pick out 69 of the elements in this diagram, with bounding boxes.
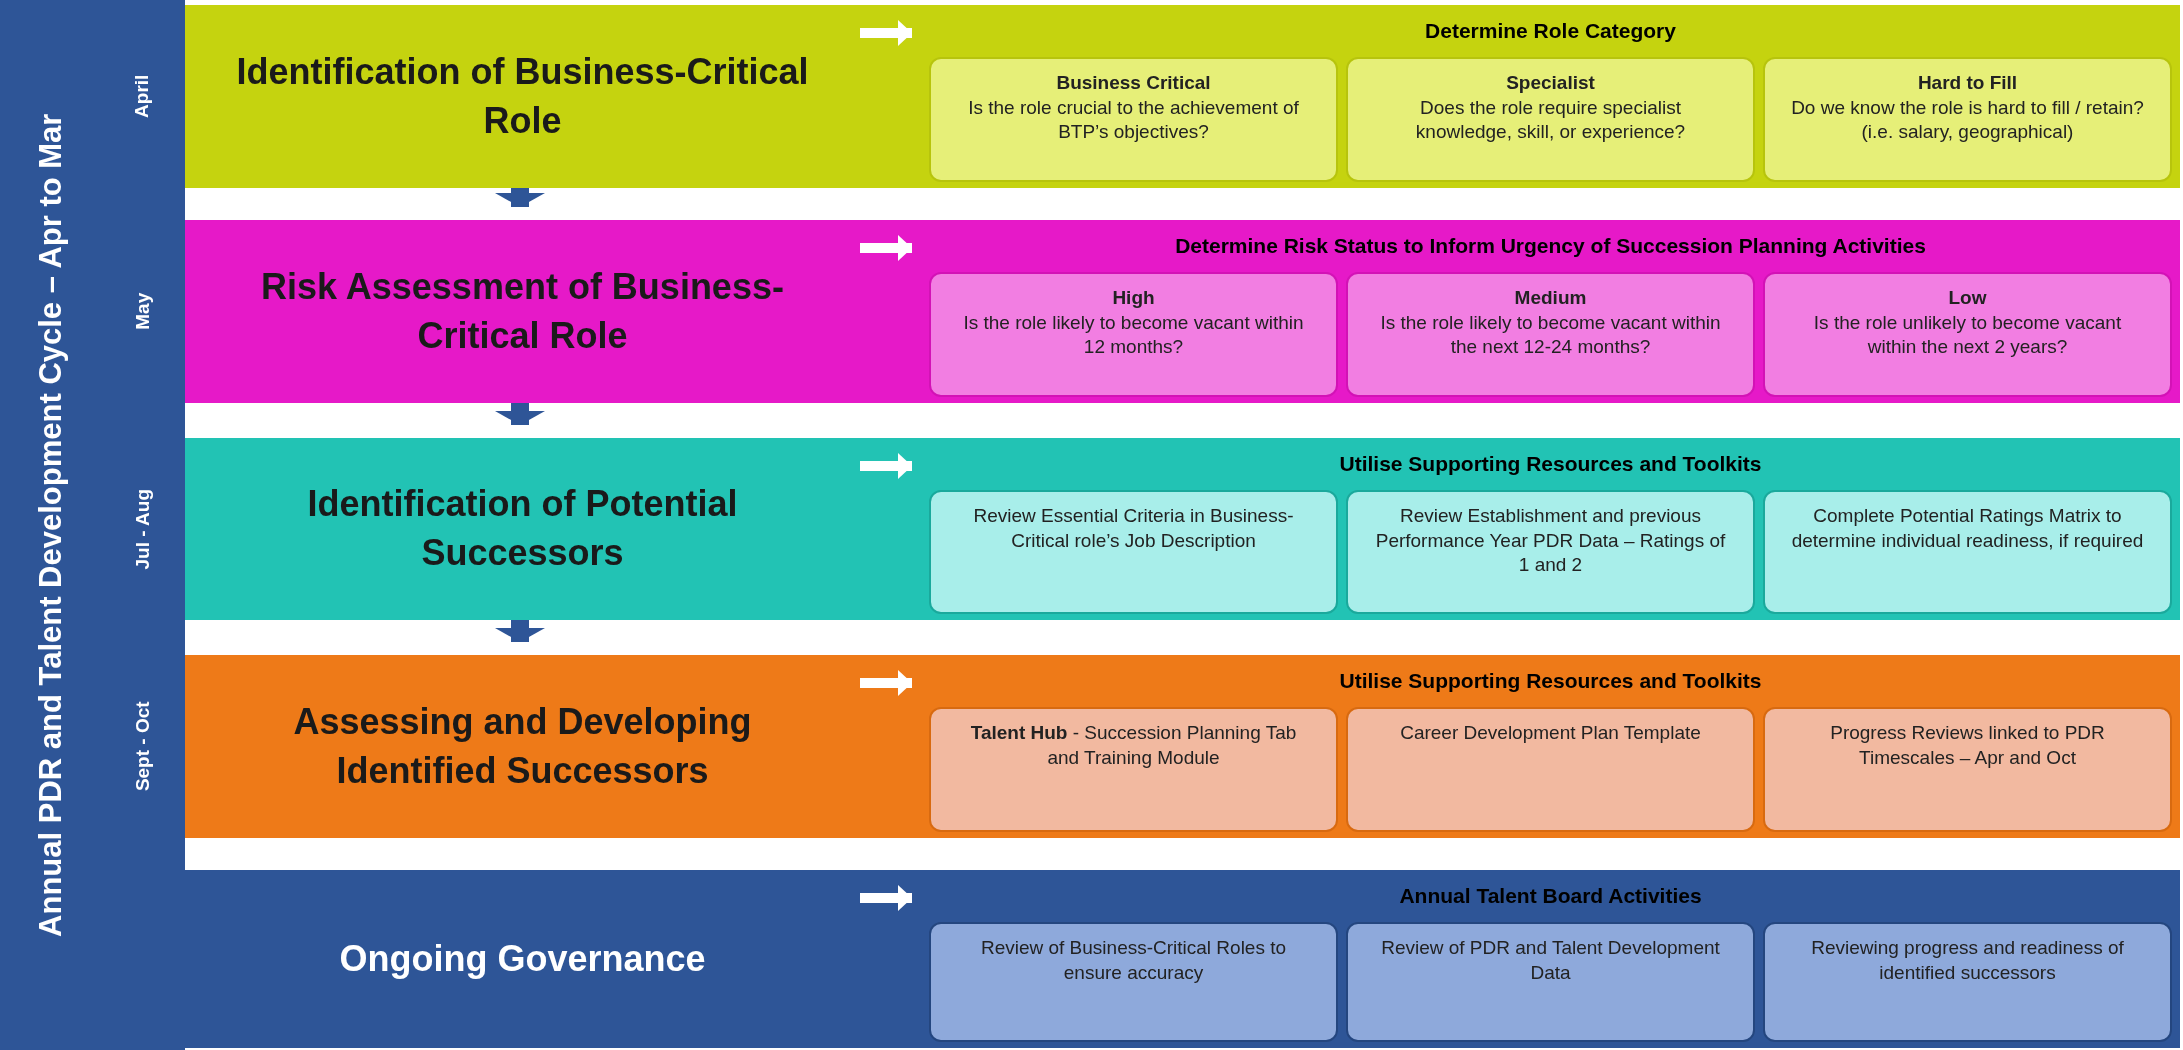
stage-title: Ongoing Governance (339, 936, 706, 981)
card-text: Is the role likely to become vacant within 12 months? (962, 310, 1305, 360)
criteria-card (1346, 490, 1755, 614)
cycle-band (0, 0, 185, 1050)
arrow (860, 885, 912, 911)
panel (925, 870, 2180, 1048)
panel-heading: Utilise Supporting Resources and Toolkits (1339, 451, 1762, 478)
month-label: Jul - Aug (130, 488, 154, 570)
card-title: High (1112, 286, 1155, 310)
card-text: Progress Reviews linked to PDR Timescales – Apr and Oct (1829, 721, 2106, 770)
stage-title: Identification of Business-Critical Role (235, 49, 810, 143)
criteria-card (1763, 272, 2172, 397)
card-title: Medium (1514, 286, 1587, 310)
stage-box (185, 220, 860, 403)
card-title: Business Critical (1056, 71, 1211, 95)
panel-heading: Utilise Supporting Resources and Toolkits (1339, 668, 1762, 695)
card-title: Hard to Fill (1917, 71, 2018, 95)
criteria-card (1346, 922, 1755, 1042)
arrow (495, 188, 545, 207)
card-text: Review Establishment and previous Performance Year PDR Data – Ratings of 1 and 2 (1374, 504, 1727, 578)
card-text: Review of Business-Critical Roles to ensure accuracy (979, 936, 1288, 985)
panel-heading: Annual Talent Board Activities (1399, 883, 1702, 910)
stage-title: Assessing and Developing Identified Successors (292, 699, 753, 793)
arrow (860, 235, 912, 261)
card-title: Specialist (1506, 71, 1595, 95)
arrow (495, 620, 545, 642)
criteria-card (1763, 57, 2172, 182)
criteria-card (1346, 272, 1755, 397)
panel (925, 220, 2180, 403)
arrow (860, 670, 912, 696)
stage-box (185, 438, 860, 620)
criteria-card (929, 707, 1338, 832)
card-text: Do we know the role is hard to fill / retain? (i.e. salary, geographical) (1790, 95, 2145, 145)
panel-heading: Determine Role Category (1425, 18, 1676, 45)
card-text: Reviewing progress and readiness of identified successors (1810, 936, 2125, 985)
month-label: April (130, 74, 154, 119)
card-text: Review Essential Criteria in Business-Critical role’s Job Description (972, 504, 1295, 553)
stage-box (185, 655, 860, 838)
card-text: Career Development Plan Template (1400, 721, 1701, 745)
criteria-card (929, 272, 1338, 397)
panel (925, 438, 2180, 620)
panel (925, 655, 2180, 838)
arrow (860, 453, 912, 479)
criteria-card (1763, 490, 2172, 614)
criteria-card (929, 922, 1338, 1042)
criteria-card (929, 57, 1338, 182)
panel (925, 5, 2180, 188)
month-label: May (130, 293, 154, 330)
panel-heading: Determine Risk Status to Inform Urgency of Succession Planning Activities (1175, 233, 1926, 260)
card-text: Is the role crucial to the achievement of BTP’s objectives? (967, 95, 1300, 145)
criteria-card (929, 490, 1338, 614)
arrow (860, 20, 912, 46)
stage-title: Risk Assessment of Business-Critical Role (260, 264, 785, 358)
card-text: Does the role require specialist knowledge, skill, or experience? (1414, 95, 1687, 145)
card-text: Is the role likely to become vacant within the next 12-24 months? (1379, 310, 1722, 360)
card-text: Is the role unlikely to become vacant within the next 2 years? (1812, 310, 2123, 360)
arrow (495, 403, 545, 425)
stage-title: Identification of Potential Successors (306, 482, 739, 575)
card-text: Review of PDR and Talent Development Data (1380, 936, 1721, 985)
cycle-title: Annual PDR and Talent Development Cycle – Apr to Mar (32, 113, 70, 937)
card-text: Talent Hub - Succession Planning Tab and Training Module (969, 721, 1298, 770)
criteria-card (1763, 922, 2172, 1042)
card-title: Low (1948, 286, 1987, 310)
month-label: Sept - Oct (130, 701, 154, 792)
criteria-card (1763, 707, 2172, 832)
card-text: Complete Potential Ratings Matrix to determine individual readiness, if required (1790, 504, 2145, 553)
criteria-card (1346, 57, 1755, 182)
criteria-card (1346, 707, 1755, 832)
stage-box (185, 5, 860, 188)
